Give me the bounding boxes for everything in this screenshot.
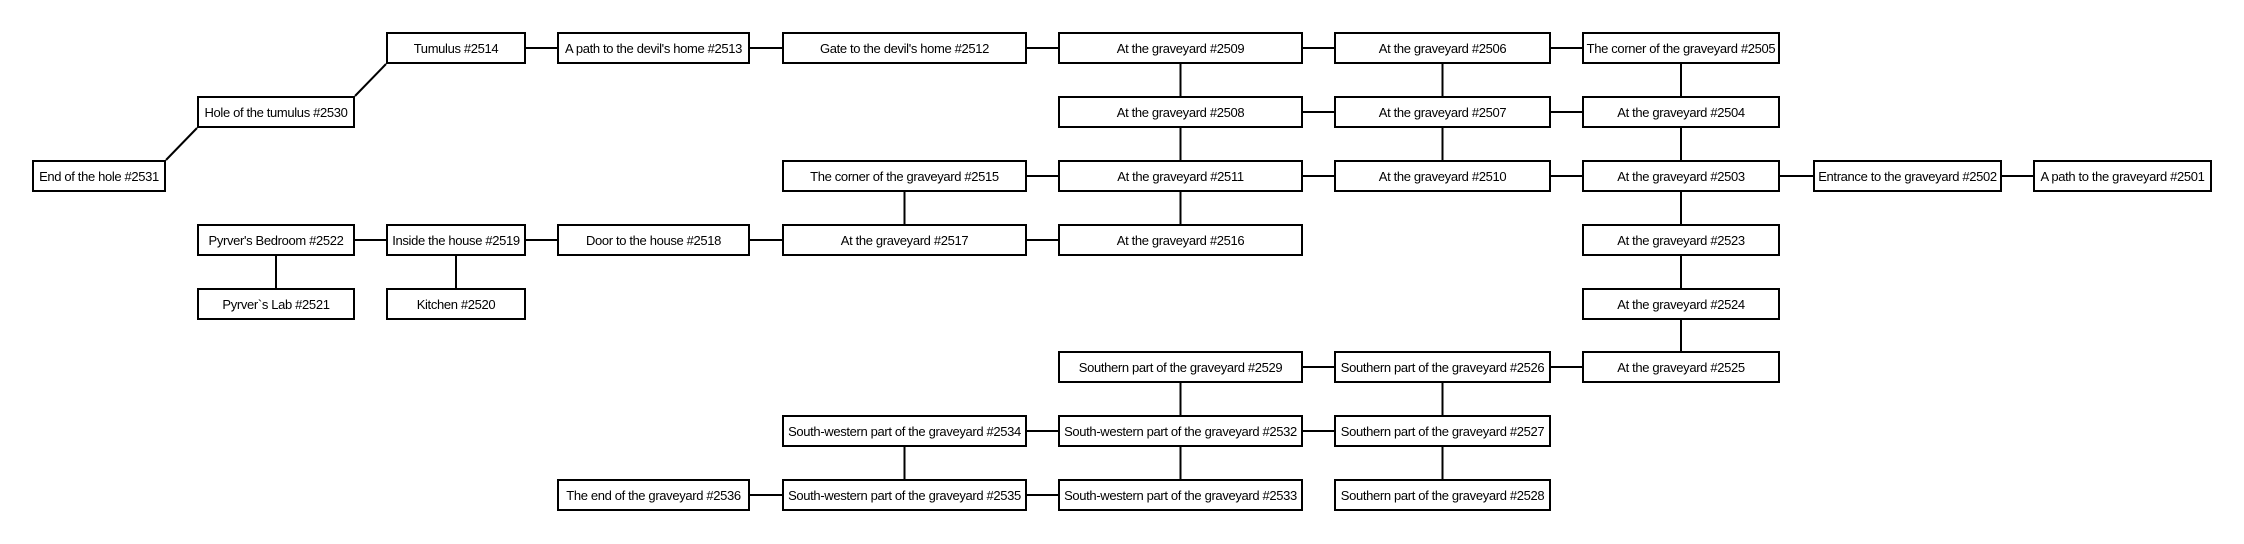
node-label: At the graveyard #2510: [1378, 168, 1507, 184]
node-2530[interactable]: Hole of the tumulus #2530: [197, 96, 355, 128]
node-2522[interactable]: Pyrver's Bedroom #2522: [197, 224, 355, 256]
node-2512[interactable]: Gate to the devil's home #2512: [782, 32, 1027, 64]
node-label: At the graveyard #2507: [1378, 104, 1507, 120]
node-2527[interactable]: Southern part of the graveyard #2527: [1334, 415, 1551, 447]
node-label: At the graveyard #2509: [1116, 40, 1245, 56]
node-label: Door to the house #2518: [585, 232, 722, 248]
node-label: South-western part of the graveyard #253…: [1064, 487, 1297, 503]
node-label: Gate to the devil's home #2512: [819, 40, 990, 56]
node-2505[interactable]: The corner of the graveyard #2505: [1582, 32, 1780, 64]
node-label: At the graveyard #2525: [1617, 359, 1745, 375]
node-2515[interactable]: The corner of the graveyard #2515: [782, 160, 1027, 192]
node-label: Southern part of the graveyard #2527: [1340, 423, 1545, 439]
node-label: At the graveyard #2516: [1116, 232, 1245, 248]
node-label: South-western part of the graveyard #253…: [1064, 423, 1297, 439]
node-label: Southern part of the graveyard #2529: [1078, 359, 1283, 375]
node-2519[interactable]: Inside the house #2519: [386, 224, 526, 256]
node-2523[interactable]: At the graveyard #2523: [1582, 224, 1780, 256]
node-2529[interactable]: Southern part of the graveyard #2529: [1058, 351, 1303, 383]
node-2535[interactable]: South-western part of the graveyard #253…: [782, 479, 1027, 511]
node-2514[interactable]: Tumulus #2514: [386, 32, 526, 64]
node-2509[interactable]: At the graveyard #2509: [1058, 32, 1303, 64]
node-2503[interactable]: At the graveyard #2503: [1582, 160, 1780, 192]
node-2521[interactable]: Pyrver`s Lab #2521: [197, 288, 355, 320]
node-2501[interactable]: A path to the graveyard #2501: [2033, 160, 2212, 192]
node-label: Entrance to the graveyard #2502: [1818, 168, 1997, 184]
node-2516[interactable]: At the graveyard #2516: [1058, 224, 1303, 256]
node-label: South-western part of the graveyard #253…: [788, 487, 1021, 503]
node-2511[interactable]: At the graveyard #2511: [1058, 160, 1303, 192]
node-2528[interactable]: Southern part of the graveyard #2528: [1334, 479, 1551, 511]
node-label: The corner of the graveyard #2515: [810, 168, 999, 184]
node-2536[interactable]: The end of the graveyard #2536: [557, 479, 750, 511]
node-2520[interactable]: Kitchen #2520: [386, 288, 526, 320]
node-label: Tumulus #2514: [413, 40, 499, 56]
node-label: The corner of the graveyard #2505: [1586, 40, 1776, 56]
node-2518[interactable]: Door to the house #2518: [557, 224, 750, 256]
node-label: Pyrver`s Lab #2521: [222, 296, 330, 312]
node-2524[interactable]: At the graveyard #2524: [1582, 288, 1780, 320]
node-2534[interactable]: South-western part of the graveyard #253…: [782, 415, 1027, 447]
node-label: At the graveyard #2508: [1116, 104, 1245, 120]
node-label: Hole of the tumulus #2530: [204, 104, 348, 120]
node-label: The end of the graveyard #2536: [566, 487, 741, 503]
node-label: A path to the devil's home #2513: [564, 40, 743, 56]
node-label: Kitchen #2520: [416, 296, 496, 312]
node-label: At the graveyard #2504: [1617, 104, 1745, 120]
node-2506[interactable]: At the graveyard #2506: [1334, 32, 1551, 64]
node-2504[interactable]: At the graveyard #2504: [1582, 96, 1780, 128]
node-2502[interactable]: Entrance to the graveyard #2502: [1813, 160, 2002, 192]
node-label: At the graveyard #2503: [1617, 168, 1745, 184]
node-2532[interactable]: South-western part of the graveyard #253…: [1058, 415, 1303, 447]
node-label: At the graveyard #2524: [1617, 296, 1745, 312]
node-label: At the graveyard #2511: [1117, 168, 1244, 184]
node-label: South-western part of the graveyard #253…: [788, 423, 1021, 439]
edge-2530-2514: [354, 63, 387, 97]
node-label: Southern part of the graveyard #2528: [1340, 487, 1545, 503]
node-2510[interactable]: At the graveyard #2510: [1334, 160, 1551, 192]
node-label: At the graveyard #2506: [1378, 40, 1507, 56]
node-label: A path to the graveyard #2501: [2040, 168, 2205, 184]
node-2517[interactable]: At the graveyard #2517: [782, 224, 1027, 256]
node-label: Southern part of the graveyard #2526: [1340, 359, 1545, 375]
node-2508[interactable]: At the graveyard #2508: [1058, 96, 1303, 128]
node-2525[interactable]: At the graveyard #2525: [1582, 351, 1780, 383]
node-label: At the graveyard #2517: [840, 232, 969, 248]
node-label: Pyrver's Bedroom #2522: [208, 232, 344, 248]
node-2531[interactable]: End of the hole #2531: [32, 160, 166, 192]
node-label: At the graveyard #2523: [1617, 232, 1745, 248]
node-2507[interactable]: At the graveyard #2507: [1334, 96, 1551, 128]
node-2513[interactable]: A path to the devil's home #2513: [557, 32, 750, 64]
node-2526[interactable]: Southern part of the graveyard #2526: [1334, 351, 1551, 383]
edge-2531-2530: [165, 127, 198, 161]
node-label: Inside the house #2519: [392, 232, 520, 248]
node-2533[interactable]: South-western part of the graveyard #253…: [1058, 479, 1303, 511]
node-label: End of the hole #2531: [39, 168, 159, 184]
